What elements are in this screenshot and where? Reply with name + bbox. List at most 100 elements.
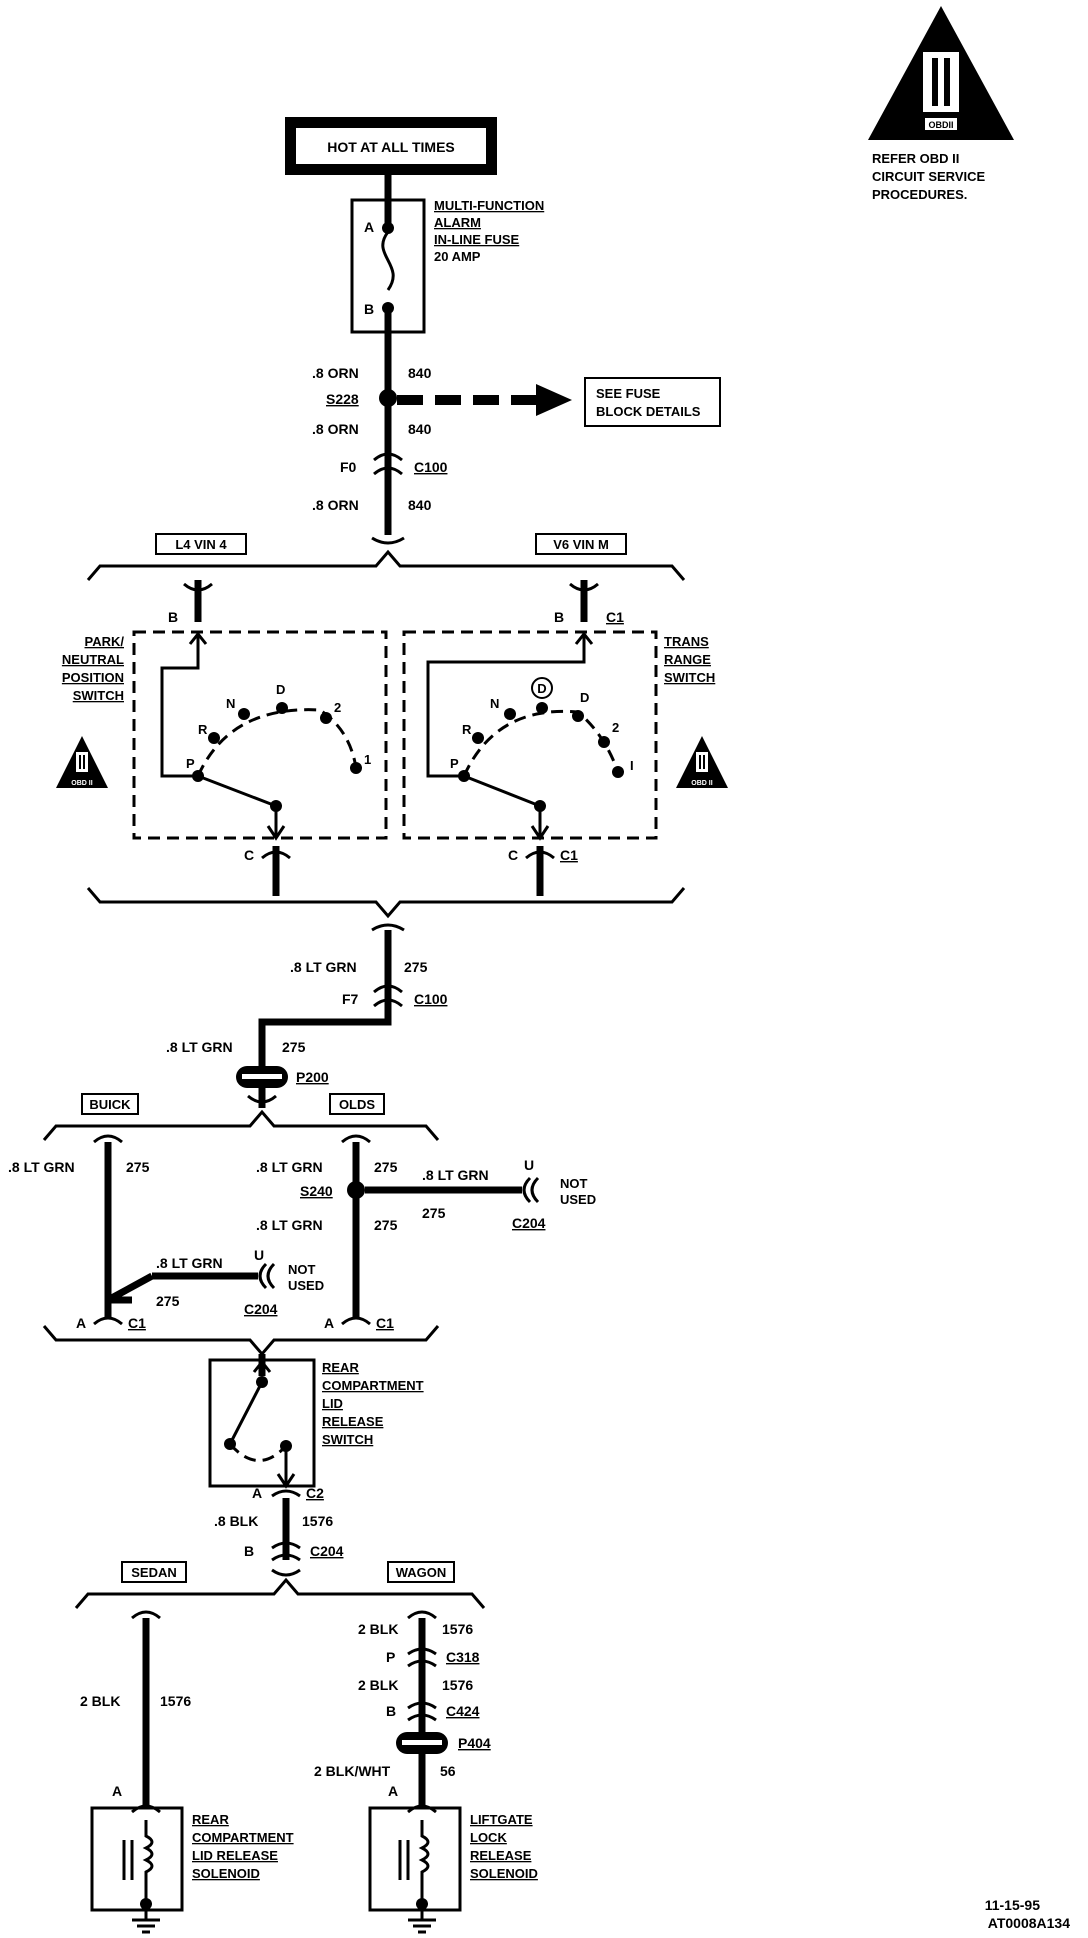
- obd-notice-line3: PROCEDURES.: [872, 187, 967, 202]
- lid-switch-c2-connector: [271, 1489, 301, 1498]
- trs-conn-c1-bottom: C1: [560, 847, 578, 863]
- wagon-label: WAGON: [396, 1565, 447, 1580]
- fuse-pin-b: B: [364, 301, 374, 317]
- buick-c204-label: C204: [244, 1301, 278, 1317]
- olds-c204-connector: [522, 1176, 532, 1204]
- fuse-element-icon: [381, 231, 395, 291]
- sedan-label: SEDAN: [131, 1565, 177, 1580]
- liftgate-solenoid-name-4: SOLENOID: [470, 1866, 538, 1881]
- option-l4-label: L4 VIN 4: [175, 537, 227, 552]
- pass-through-p200: [236, 1066, 288, 1088]
- sedan-solenoid-pin: A: [112, 1783, 122, 1799]
- arrow-right-icon: [536, 384, 572, 416]
- sedan-solenoid-box: [90, 1806, 184, 1912]
- pass-through-p404: [396, 1732, 448, 1754]
- trs-connector-bottom: [525, 850, 555, 860]
- sedan-solenoid-name-1: REAR: [192, 1812, 229, 1827]
- liftgate-solenoid-name-3: RELEASE: [470, 1848, 532, 1863]
- lid-switch-name-4: RELEASE: [322, 1414, 384, 1429]
- olds-down-size: .8 LT GRN: [256, 1217, 323, 1233]
- fuse-name-line1: MULTI-FUNCTION: [434, 198, 544, 213]
- olds-down-num: 275: [374, 1217, 398, 1233]
- sedan-solenoid-name-3: LID RELEASE: [192, 1848, 278, 1863]
- c318-label: C318: [446, 1649, 480, 1665]
- lid-switch-c2-label: C2: [306, 1485, 324, 1501]
- fuse-rating: 20 AMP: [434, 249, 481, 264]
- lid-switch-name-3: LID: [322, 1396, 343, 1411]
- obd-badge-right-text: OBD II: [691, 780, 712, 787]
- lid-switch-pin-a: A: [252, 1485, 262, 1501]
- trs-pos-d-circled: D: [537, 681, 546, 696]
- splice-s228-label: S228: [326, 391, 359, 407]
- lid-switch-blade: [228, 1381, 264, 1445]
- wagon-wire-num-2: 1576: [442, 1677, 473, 1693]
- olds-not-used-1: NOT: [560, 1176, 588, 1191]
- obd-notice-line1: REFER OBD II: [872, 151, 959, 166]
- buick-olds-bracket-top: [42, 1109, 440, 1141]
- wire-840-size-3: .8 ORN: [312, 497, 359, 513]
- trans-range-switch-box: [402, 630, 658, 840]
- fuse-block-ref-box: [584, 377, 721, 427]
- pnp-connector-top: [183, 582, 213, 592]
- pnp-pos-r: R: [198, 722, 208, 737]
- option-v6-label: V6 VIN M: [553, 537, 609, 552]
- lid-switch-name-5: SWITCH: [322, 1432, 373, 1447]
- wire-275-size-2: .8 LT GRN: [166, 1039, 233, 1055]
- wagon-wire-num-3: 56: [440, 1763, 456, 1779]
- obd-badge-left-text: OBD II: [71, 780, 92, 787]
- liftgate-solenoid-name-1: LIFTGATE: [470, 1812, 533, 1827]
- option-bracket-top: [86, 549, 686, 581]
- wagon-solenoid-connector: [407, 1804, 437, 1814]
- blk-1576-size: .8 BLK: [214, 1513, 258, 1529]
- buick-label: BUICK: [89, 1097, 131, 1112]
- obd-warning-triangle: OBDII: [868, 6, 1014, 140]
- c204-label: C204: [310, 1543, 344, 1559]
- olds-branch-size: .8 LT GRN: [422, 1167, 489, 1183]
- footer-date: 11-15-95: [985, 1897, 1040, 1913]
- trs-pos-1: I: [630, 758, 634, 773]
- c424-pin: B: [386, 1703, 396, 1719]
- trs-connector-top: [569, 582, 599, 592]
- pnp-pos-p: P: [186, 756, 195, 771]
- c318-connector: [407, 1647, 437, 1656]
- option-bracket-bottom: [86, 887, 686, 919]
- sedan-wagon-bracket: [74, 1577, 486, 1609]
- obd-triangle-right-icon: OBD II: [676, 736, 728, 788]
- wagon-wire-size-3: 2 BLK/WHT: [314, 1763, 391, 1779]
- sedan-wire-num: 1576: [160, 1693, 191, 1709]
- option-v6-box: [535, 533, 627, 555]
- park-neutral-switch-box: [132, 630, 388, 840]
- buick-not-used-2: USED: [288, 1278, 324, 1293]
- pnp-pos-2: 2: [334, 700, 341, 715]
- olds-c1-connector: [341, 1316, 371, 1326]
- trs-pos-2: 2: [612, 720, 619, 735]
- c100-pin-f7: F7: [342, 991, 359, 1007]
- sedan-wire-size: 2 BLK: [80, 1693, 120, 1709]
- buick-wire-size: .8 LT GRN: [8, 1159, 75, 1175]
- buick-not-used-1: NOT: [288, 1262, 316, 1277]
- fuse-pin-a: A: [364, 219, 374, 235]
- wire-840-size-2: .8 ORN: [312, 421, 359, 437]
- obd-badge-text: OBDII: [928, 120, 953, 130]
- buick-c1-connector: [93, 1316, 123, 1326]
- c318-pin: P: [386, 1649, 395, 1665]
- trs-conn-c1-top: C1: [606, 609, 624, 625]
- obd-triangle-left-icon: OBD II: [56, 736, 108, 788]
- trs-name-line2: RANGE: [664, 652, 711, 667]
- wagon-wire-size-1: 2 BLK: [358, 1621, 398, 1637]
- pnp-connector-bottom: [261, 850, 291, 860]
- olds-c1-pin: A: [324, 1315, 334, 1331]
- lid-switch-name-1: REAR: [322, 1360, 359, 1375]
- trs-pos-d: D: [580, 690, 589, 705]
- c204-connector-b: [271, 1541, 301, 1550]
- buick-branch-size: .8 LT GRN: [156, 1255, 223, 1271]
- c424-label: C424: [446, 1703, 480, 1719]
- olds-c1-label: C1: [376, 1315, 394, 1331]
- trs-name-line3: SWITCH: [664, 670, 715, 685]
- pnp-switch-blade: [197, 774, 277, 808]
- p404-label: P404: [458, 1735, 491, 1751]
- trs-pin-c: C: [508, 847, 518, 863]
- liftgate-solenoid-coil-icon: [398, 1820, 430, 1900]
- trs-name-line1: TRANS: [664, 634, 709, 649]
- blk-1576-num: 1576: [302, 1513, 333, 1529]
